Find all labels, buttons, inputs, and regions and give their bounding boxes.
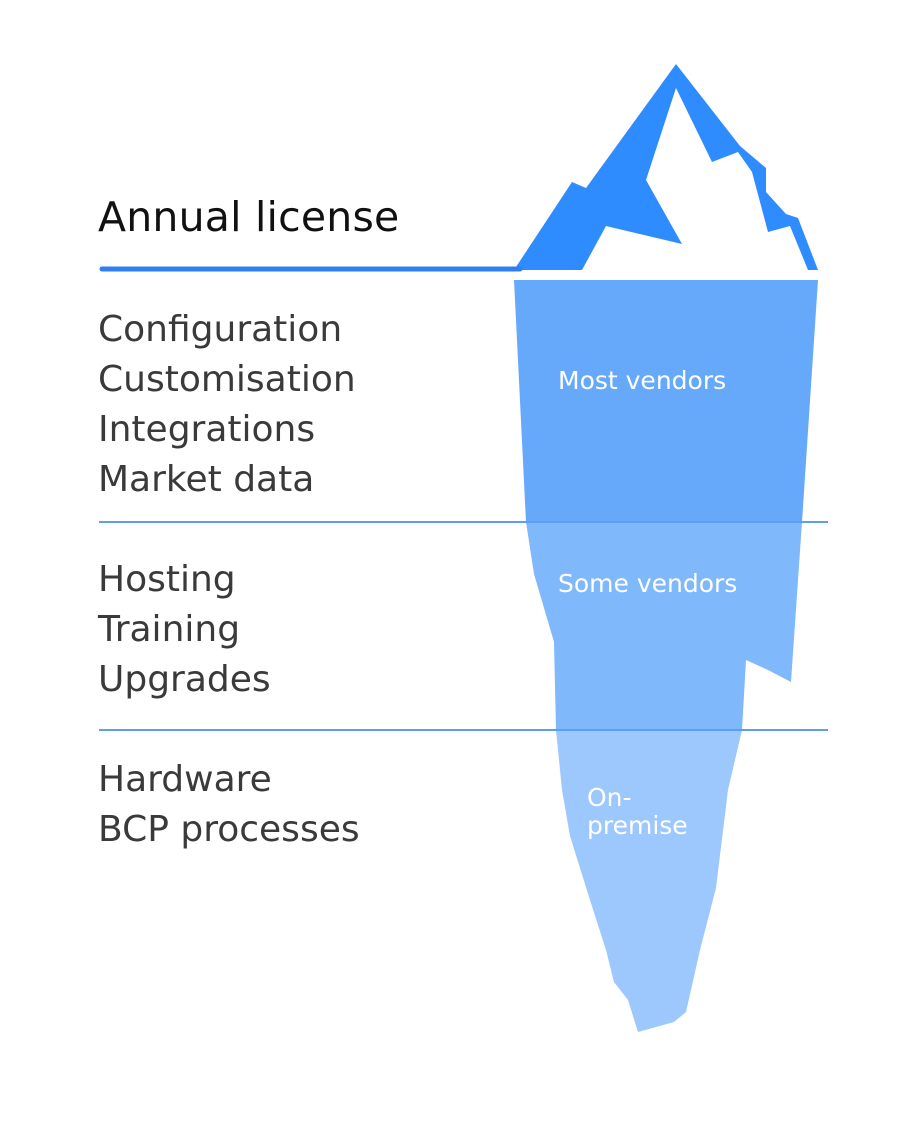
cost-item: Training	[98, 609, 241, 650]
cost-item: Customisation	[98, 359, 356, 400]
tier-label-on-premise-line2: premise	[587, 811, 688, 840]
cost-group-on-premise: Hardware BCP processes	[98, 755, 360, 855]
tier-label-on-premise: On- premise	[587, 784, 707, 840]
tier-label-some-vendors: Some vendors	[558, 569, 738, 598]
tier-label-on-premise-line1: On-	[587, 783, 632, 812]
cost-item: Upgrades	[98, 659, 271, 700]
cost-group-most-vendors: Configuration Customisation Integrations…	[98, 305, 356, 505]
iceberg-tip-snow	[582, 88, 808, 270]
iceberg-tier-most-vendors	[514, 280, 818, 522]
cost-item: Market data	[98, 459, 315, 500]
iceberg-tier-on-premise	[556, 730, 742, 1032]
cost-item: Integrations	[98, 409, 316, 450]
annual-license-label: Annual license	[98, 193, 400, 241]
tier-label-most-vendors: Most vendors	[558, 366, 727, 395]
cost-item: Hardware	[98, 759, 272, 800]
iceberg-tier-some-vendors	[526, 522, 802, 730]
cost-item: Hosting	[98, 559, 236, 600]
cost-group-some-vendors: Hosting Training Upgrades	[98, 555, 271, 705]
cost-item: BCP processes	[98, 809, 360, 850]
cost-item: Configuration	[98, 309, 343, 350]
